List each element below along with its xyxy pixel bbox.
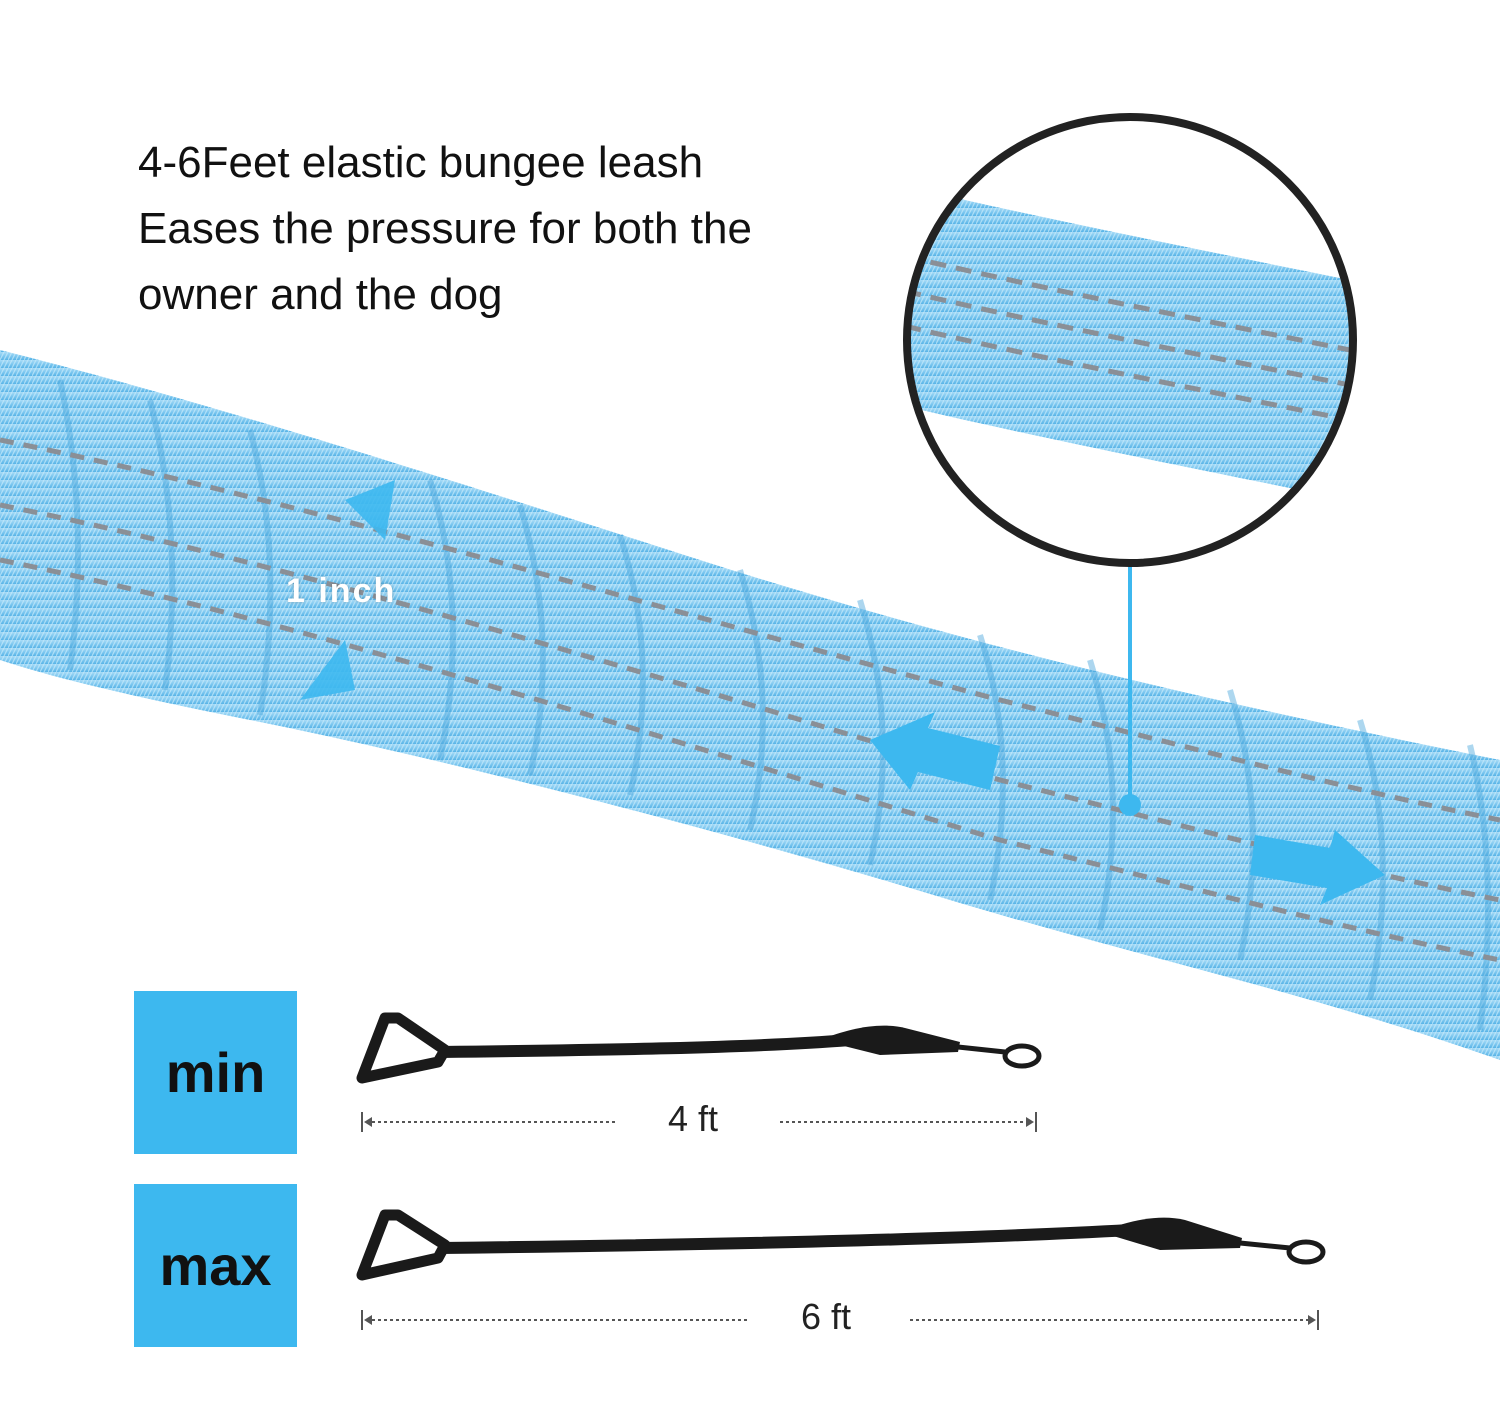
min-badge-bg [134,991,297,1154]
width-arrows [300,480,395,700]
headline-line-2: Eases the pressure for both the [138,204,752,253]
dimension-line-max [361,1310,1319,1330]
zoom-detail-circle [903,113,1357,567]
callout-pointer [1119,563,1141,816]
min-badge: min [165,1041,266,1104]
max-length-label: 6 ft [795,1296,858,1338]
headline-line-3: owner and the dog [138,270,503,319]
min-length-label: 4 ft [662,1098,725,1140]
stretch-arrow-right [1250,830,1385,905]
max-badge-bg [134,1184,297,1347]
width-label: 1 inch [286,572,397,610]
stretch-arrow-left [870,712,1000,790]
headline: 4-6Feet elastic bungee leash Eases the p… [138,130,752,328]
leash-min-illustration [356,1012,1042,1084]
headline-line-1: 4-6Feet elastic bungee leash [138,138,704,187]
max-badge: max [159,1234,272,1297]
leash-max-illustration [356,1209,1326,1281]
dimension-line-min [361,1112,1037,1132]
